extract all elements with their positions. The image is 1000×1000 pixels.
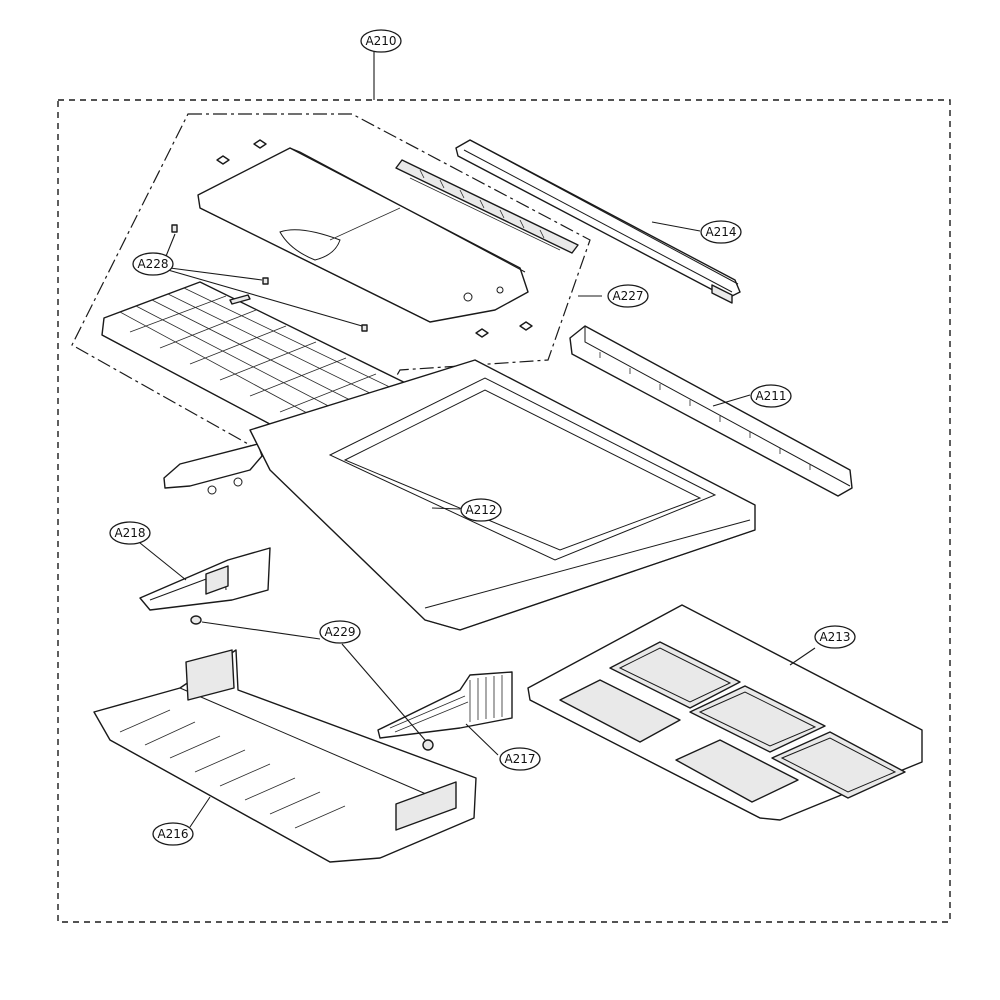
callout-a227-label: A227: [612, 289, 643, 303]
callout-a212-label: A212: [465, 503, 496, 517]
part-a229-washers: [190, 615, 434, 751]
part-bracket: [163, 443, 263, 495]
a229-leader-2: [341, 643, 426, 741]
a229-leader-1: [201, 621, 321, 640]
callout-a218: A218: [109, 521, 151, 545]
callout-a213: A213: [814, 625, 856, 649]
part-a214-rail: [455, 139, 741, 304]
part-display-strip: [395, 159, 579, 254]
callout-a213-label: A213: [819, 630, 850, 644]
callout-a211: A211: [750, 384, 792, 408]
part-a216-base-tray: [93, 649, 477, 863]
callout-a229-label: A229: [324, 625, 355, 639]
part-a217-duct: [377, 671, 513, 739]
callout-a229: A229: [319, 620, 361, 644]
part-a228-clips: [171, 224, 368, 332]
assembly-boundary: [57, 99, 951, 923]
callout-a217: A217: [499, 747, 541, 771]
callout-a210-label: A210: [365, 34, 396, 48]
a228-leader-3: [167, 269, 363, 327]
a214-leader: [651, 221, 701, 232]
part-a218-bracket: [139, 547, 271, 611]
a212-leader: [431, 507, 461, 510]
part-a211-angle-bar: [569, 325, 853, 497]
a228-leader-2: [169, 267, 263, 281]
part-a227-cover: [197, 139, 533, 338]
a216-leader: [189, 796, 211, 828]
callout-a228-label: A228: [137, 257, 168, 271]
callout-a214-label: A214: [705, 225, 736, 239]
callout-a218-label: A218: [114, 526, 145, 540]
callout-a228: A228: [132, 252, 174, 276]
a217-leader: [465, 723, 499, 756]
callout-a212: A212: [460, 498, 502, 522]
callout-a214: A214: [700, 220, 742, 244]
part-a212-frame: [249, 359, 756, 631]
callout-a227: A227: [607, 284, 649, 308]
callout-a216: A216: [152, 822, 194, 846]
callout-a217-label: A217: [504, 752, 535, 766]
callout-a210: A210: [360, 29, 402, 53]
callout-a211-label: A211: [755, 389, 786, 403]
a213-leader: [789, 647, 816, 666]
callout-a216-label: A216: [157, 827, 188, 841]
a211-leader: [712, 394, 751, 407]
part-a213-base-plate: [527, 604, 923, 821]
a218-leader: [139, 542, 187, 581]
